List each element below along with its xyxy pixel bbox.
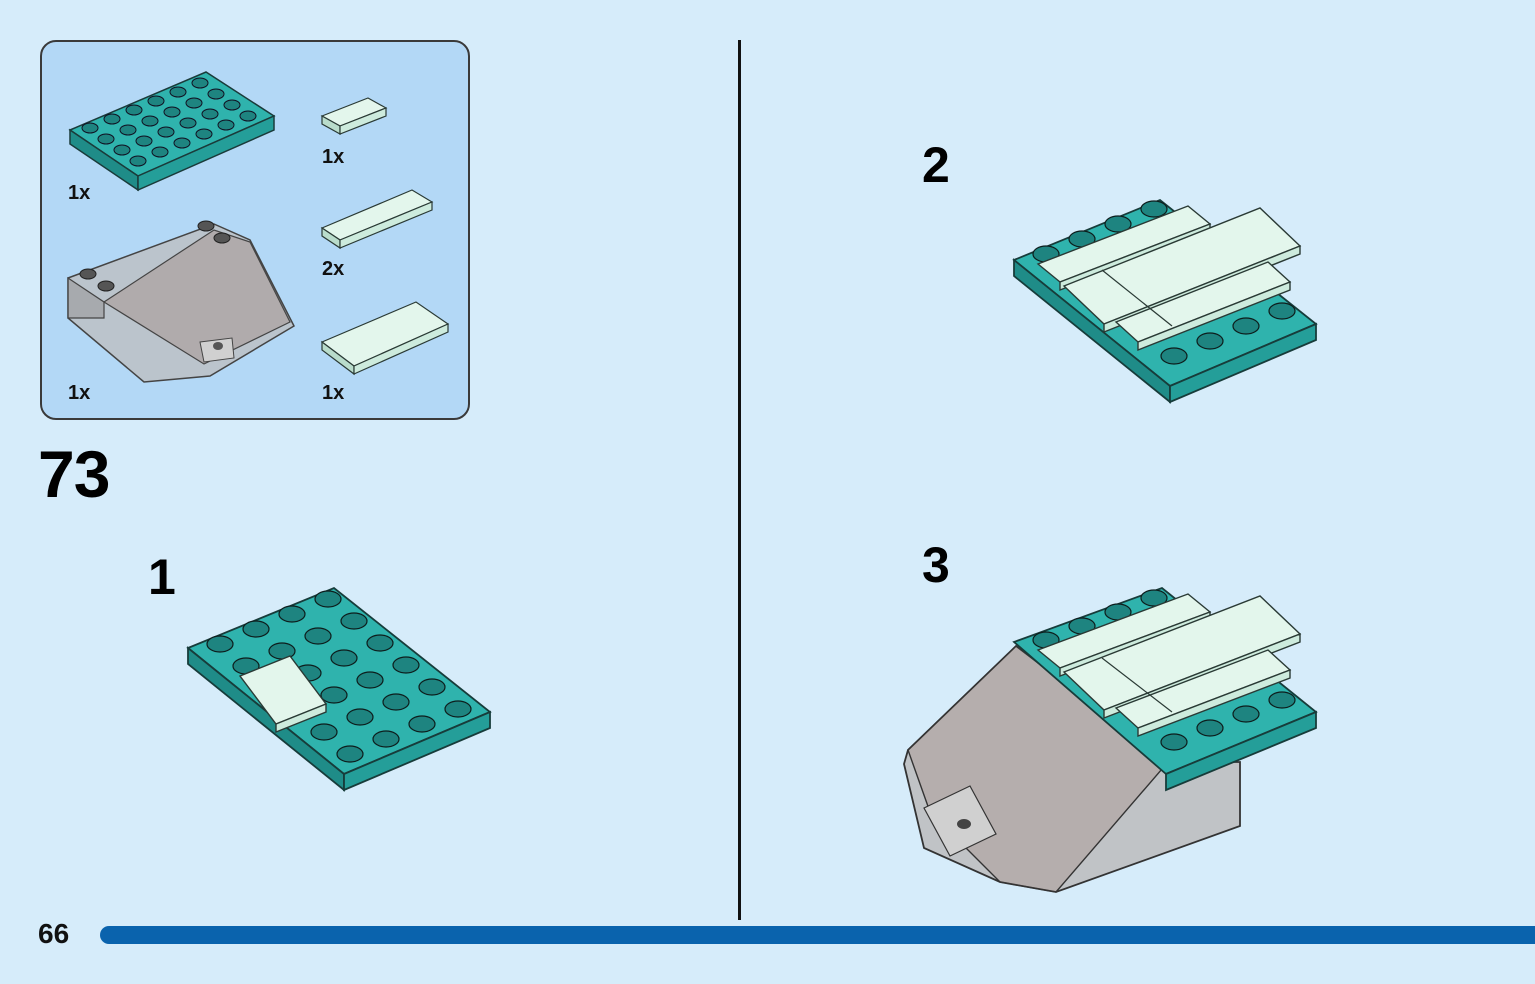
step-number: 73 [38, 437, 110, 511]
substep-1-label: 1 [148, 549, 176, 605]
tile-2x4-part [320, 301, 450, 376]
progress-bar [100, 926, 1535, 944]
substep-3-illustration [903, 586, 1318, 893]
windscreen-quantity: 1x [68, 382, 91, 404]
page-divider [738, 40, 741, 920]
page-number: 66 [38, 918, 70, 949]
plate-quantity: 1x [68, 182, 91, 204]
teal-plate-part [68, 71, 276, 192]
substep-2-illustration [1012, 198, 1318, 404]
tile-1x2-quantity: 1x [322, 146, 345, 168]
parts-callout: 1x 1x 2x 1x 1x [40, 40, 470, 420]
substep-1-illustration [186, 586, 492, 792]
tile-1x4-part [320, 189, 434, 250]
tile-2x4-quantity: 1x [322, 382, 345, 404]
windscreen-part [67, 220, 295, 383]
substep-3-label: 3 [922, 537, 950, 593]
substep-2-label: 2 [922, 137, 950, 193]
tile-1x2-part [320, 97, 388, 136]
tile-1x4-quantity: 2x [322, 258, 345, 280]
